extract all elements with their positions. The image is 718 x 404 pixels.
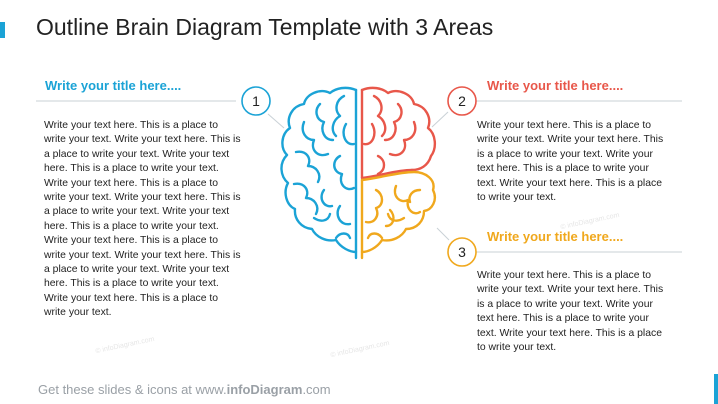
connector-1	[267, 113, 285, 129]
badge-3-number: 3	[458, 244, 466, 260]
left-accent-bar	[0, 22, 5, 38]
badge-2: 2	[447, 86, 477, 116]
connector-2	[431, 111, 449, 128]
footer-credit: Get these slides & icons at www.infoDiag…	[38, 382, 331, 397]
badge-1: 1	[241, 86, 271, 116]
brain-left-hemisphere	[280, 86, 358, 260]
area-3-title: Write your title here....	[487, 229, 624, 244]
badge-2-number: 2	[458, 93, 466, 109]
area-1-title: Write your title here....	[45, 78, 182, 93]
right-accent-bar	[714, 374, 718, 404]
footer-suffix: .com	[302, 382, 331, 397]
footer-prefix: Get these slides & icons at www.	[38, 382, 227, 397]
badge-3: 3	[447, 237, 477, 267]
footer-brand: infoDiagram	[226, 382, 303, 397]
area-2-text: Write your text here. This is a place to…	[477, 120, 664, 204]
connector-3	[436, 227, 450, 241]
brain-right-bottom	[360, 170, 437, 260]
slide-title: Outline Brain Diagram Template with 3 Ar…	[36, 14, 494, 40]
area-3-text: Write your text here. This is a place to…	[477, 270, 664, 354]
brain-right-top	[360, 86, 436, 180]
area-1-text: Write your text here. This is a place to…	[44, 120, 241, 319]
area-2-title: Write your title here....	[487, 78, 624, 93]
badge-1-number: 1	[252, 93, 260, 109]
